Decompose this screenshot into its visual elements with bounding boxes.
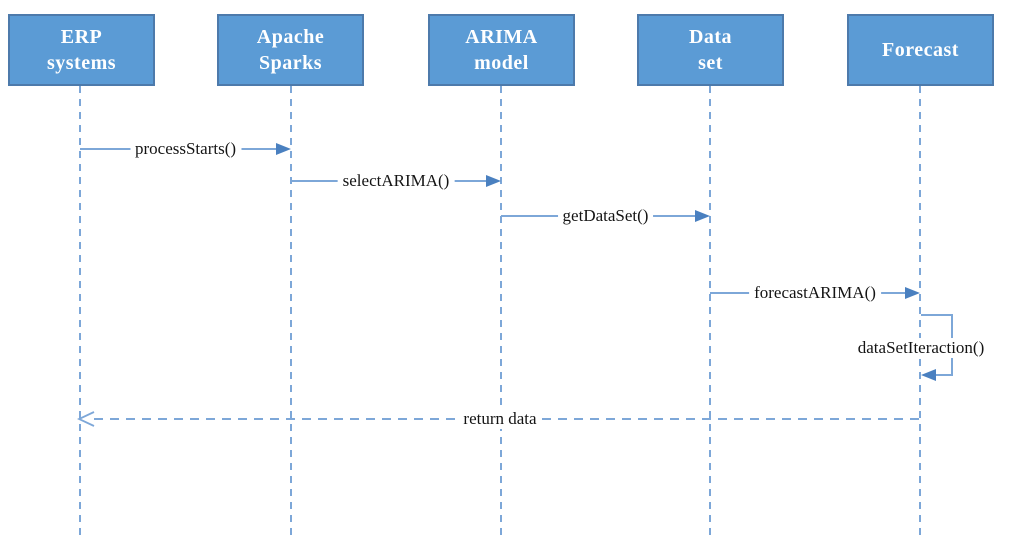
actor-box-erp-systems: ERP systems <box>8 14 155 86</box>
open-arrowhead-icon <box>77 411 95 427</box>
self-loop-bottom-segment <box>934 374 953 376</box>
actor-box-arima-model: ARIMA model <box>428 14 575 86</box>
actor-box-apache-sparks: Apache Sparks <box>217 14 364 86</box>
lifeline-apache-sparks <box>290 86 292 535</box>
message-label: return data <box>458 409 542 429</box>
self-loop-top-segment <box>921 314 953 316</box>
actor-label-erp-systems: ERP systems <box>46 26 117 74</box>
actor-label-forecast: Forecast <box>882 39 959 61</box>
arrowhead-left-icon <box>921 369 936 381</box>
arrowhead-right-icon <box>486 175 501 187</box>
message-label: selectARIMA() <box>337 171 455 191</box>
message-label: processStarts() <box>129 139 242 159</box>
actor-label-arima-model: ARIMA model <box>465 26 538 74</box>
actor-label-data-set: Data set <box>688 26 733 74</box>
lifeline-data-set <box>709 86 711 535</box>
arrowhead-right-icon <box>276 143 291 155</box>
arrowhead-right-icon <box>905 287 920 299</box>
arrowhead-right-icon <box>695 210 710 222</box>
lifeline-forecast <box>919 86 921 535</box>
message-label: forecastARIMA() <box>749 283 881 303</box>
lifeline-arima-model <box>500 86 502 535</box>
lifeline-erp-systems <box>79 86 81 535</box>
actor-box-forecast: Forecast <box>847 14 994 86</box>
message-label: getDataSet() <box>557 206 654 226</box>
actor-box-data-set: Data set <box>637 14 784 86</box>
actor-label-apache-sparks: Apache Sparks <box>256 26 325 74</box>
message-label-data-set-iteraction: dataSetIteraction() <box>853 338 989 358</box>
